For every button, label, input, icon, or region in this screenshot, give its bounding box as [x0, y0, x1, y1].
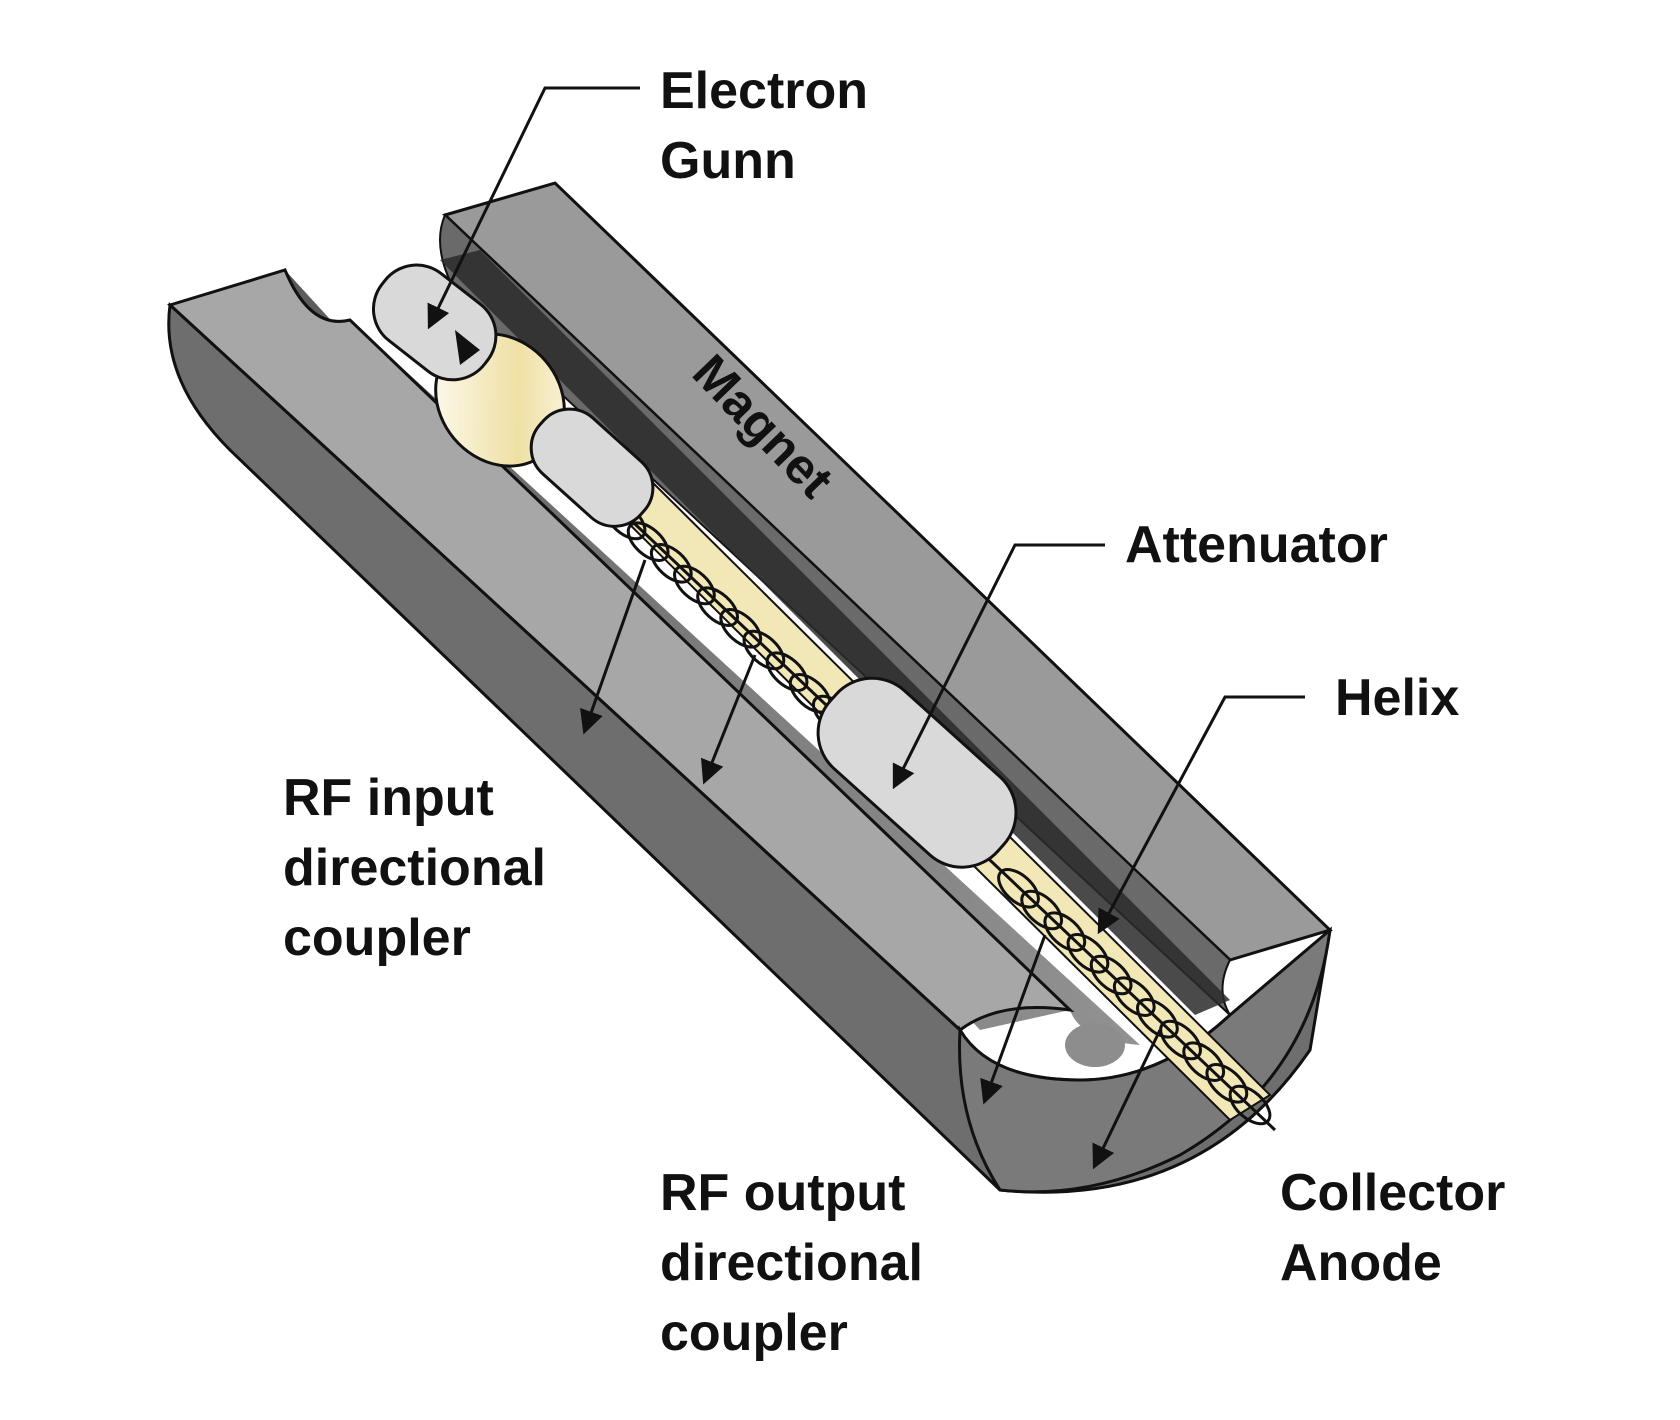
- helix-leader: [1097, 695, 1305, 935]
- magnet-front-top: [167, 268, 1075, 1032]
- attenuator-block: [816, 676, 1018, 869]
- gun-anode: [529, 407, 655, 528]
- magnet-end-face: [958, 926, 1333, 1194]
- rf-output-leader-1: [980, 934, 1047, 1105]
- attenuator-leader: [892, 543, 1105, 790]
- rf-input-leader-1: [580, 559, 647, 735]
- helix-coil: [626, 521, 670, 562]
- helix-coil: [673, 564, 716, 606]
- rf-input-label: RF input directional coupler: [283, 769, 560, 967]
- helix-coil: [765, 651, 809, 692]
- electron-gun-label: Electron Gunn: [660, 62, 883, 190]
- tube-channel: [440, 250, 1230, 1015]
- helix-coil: [742, 629, 786, 671]
- helix-label: Helix: [1335, 669, 1459, 727]
- rf-output-leader-2: [1092, 1029, 1162, 1170]
- helix-coil: [649, 543, 693, 584]
- helix-coil: [696, 586, 739, 627]
- collector-bore: [1065, 1023, 1125, 1067]
- electron-gun-leader: [427, 86, 640, 330]
- gun-arrow-marker: [455, 330, 480, 365]
- collector-label: Collector Anode: [1280, 1164, 1520, 1292]
- helix-coil: [719, 608, 763, 649]
- attenuator-label: Attenuator: [1125, 516, 1388, 574]
- rf-input-leader-2: [700, 654, 757, 785]
- leader-lines: [427, 86, 1305, 1170]
- rf-output-label: RF output directional coupler: [660, 1164, 937, 1362]
